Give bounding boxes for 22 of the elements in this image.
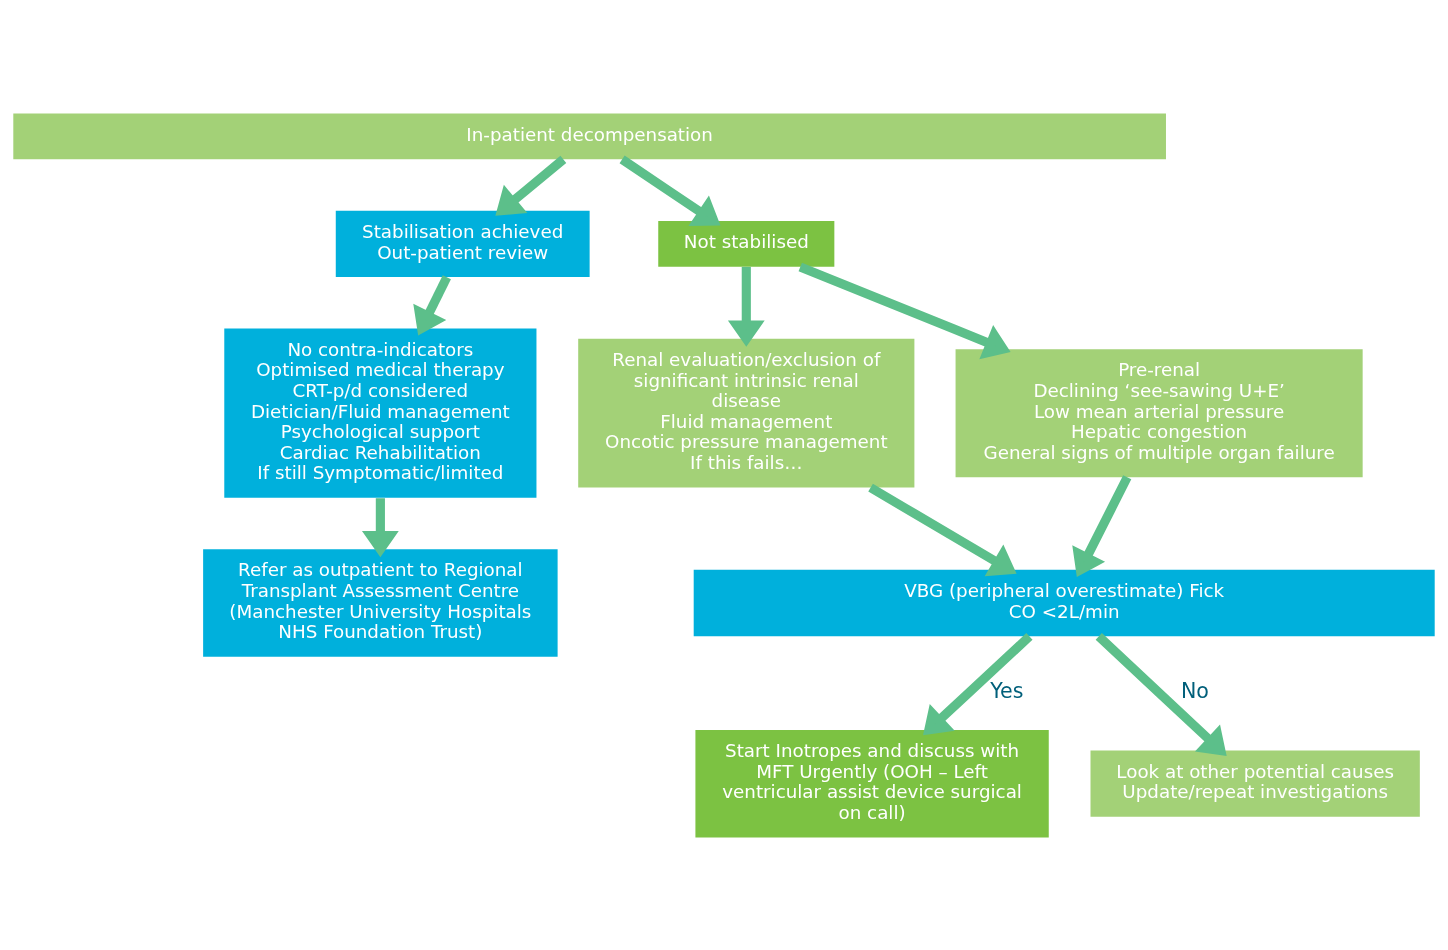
arrow (1095, 632, 1227, 756)
arrow (923, 632, 1033, 735)
node-box: Look at other potential causes Update/repeat investigations (1090, 750, 1420, 817)
arrow (1072, 474, 1132, 577)
node-box: Renal evaluation/exclusion of significant intrinsic renal disease Fluid management Oncotic pressure management If this fails… (578, 338, 915, 487)
node-box: Pre-renal Declining ‘see-sawing U+E’ Low mean arterial pressure Hepatic congestion General signs of multiple organ failure (955, 348, 1363, 477)
arrow (727, 266, 765, 347)
arrow (413, 274, 451, 335)
edge-label: Yes (990, 678, 1024, 703)
node-box: VBG (peripheral overestimate) Fick CO <2L/min (693, 569, 1435, 636)
node-box: In-patient decompensation (13, 113, 1166, 159)
node-box: Refer as outpatient to Regional Transplant Assessment Centre (Manchester University Hospitals NHS Foundation Trust) (203, 548, 558, 657)
node-box: Stabilisation achieved Out-patient review (335, 210, 590, 277)
arrow (619, 155, 721, 226)
arrow (798, 262, 1011, 359)
arrow (495, 155, 567, 216)
arrow (868, 483, 1017, 576)
edge-label: No (1180, 678, 1209, 703)
arrow (361, 497, 399, 557)
node-box: Start Inotropes and discuss with MFT Urgently (OOH – Left ventricular assist device surgical on call) (695, 729, 1049, 837)
node-box: Not stabilised (658, 220, 835, 267)
node-box: No contra-indicators Optimised medical therapy CRT-p/d considered Dietician/Fluid management Psychological support Cardiac Rehabilitation If still Symptomatic/limited (224, 328, 537, 498)
